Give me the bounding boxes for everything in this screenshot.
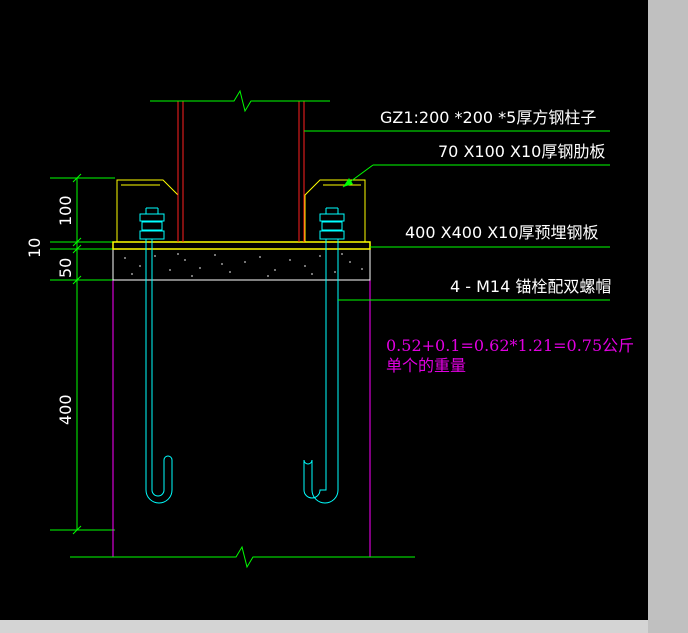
cad-drawing-canvas[interactable] [0,0,648,620]
dim-10: 10 [25,238,44,258]
break-lines [70,89,415,569]
right-margin [648,0,688,633]
leader-arrow [343,178,353,187]
anchor-bolts [139,207,345,504]
unit-weight-note: 单个的重量 [386,356,466,375]
label-rib-plate: 70 X100 X10厚钢肋板 [438,142,605,161]
label-steel-column: GZ1:200 *200 *5厚方钢柱子 [380,108,596,127]
rib-plates [116,179,366,242]
leader-lines [304,130,610,301]
dimension-lines [50,173,115,535]
embed-steel-plate [112,241,371,250]
dim-50: 50 [56,258,75,278]
weight-calculation-note: 0.52+0.1=0.62*1.21=0.75公斤 [386,336,634,355]
bottom-margin [0,620,648,633]
label-embed-plate: 400 X400 X10厚预埋钢板 [405,223,599,242]
dim-400: 400 [56,394,75,425]
dim-100: 100 [56,195,75,226]
label-anchor-bolt: 4 - M14 锚栓配双螺帽 [450,277,611,296]
grout-layer [112,248,371,281]
steel-column [177,101,305,242]
